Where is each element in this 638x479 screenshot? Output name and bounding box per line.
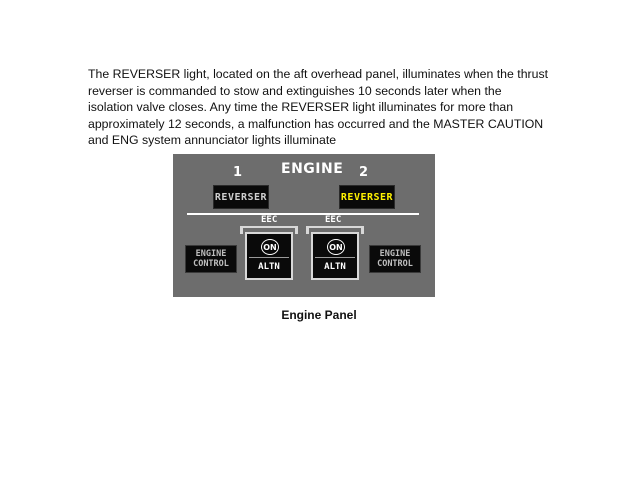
figure-caption: Engine Panel [281,308,357,322]
engine-control-line: CONTROL [193,259,229,269]
paragraph-line: The REVERSER light, located on the aft o… [88,67,549,81]
description-paragraph: The REVERSER light, located on the aft o… [88,66,568,149]
paragraph-line: approximately 12 seconds, a malfunction … [88,116,544,131]
engine-control-right-light: ENGINE CONTROL [369,245,421,273]
divider-line [187,213,419,215]
eec-2-switch: ON ALTN [311,232,359,280]
engine-control-line: ENGINE [379,249,411,259]
on-indicator: ON [261,239,279,255]
guard-post [361,226,364,234]
engine-control-line: CONTROL [377,259,413,269]
engine-1-number: 1 [233,165,243,180]
engine-panel-image: ENGINE 1 2 REVERSER REVERSER EEC EEC ON … [173,154,435,297]
switch-divider [315,257,355,258]
guard-post [295,226,298,234]
switch-guard-1 [240,226,298,228]
switch-divider [249,257,289,258]
engine-control-line: ENGINE [195,249,227,259]
reverser-2-light: REVERSER [339,185,395,209]
engine-2-number: 2 [359,165,369,180]
reverser-1-light: REVERSER [213,185,269,209]
altn-indicator: ALTN [324,262,346,272]
paragraph-line: reverser is commanded to stow and exting… [88,83,502,98]
paragraph-line: and ENG system annunciator lights illumi… [88,133,337,147]
eec-2-label: EEC [325,215,342,225]
guard-post [240,226,243,234]
eec-1-label: EEC [261,215,278,225]
eec-1-switch: ON ALTN [245,232,293,280]
guard-post [306,226,309,234]
switch-guard-2 [306,226,364,228]
on-indicator: ON [327,239,345,255]
engine-control-left-light: ENGINE CONTROL [185,245,237,273]
paragraph-line: isolation valve closes. Any time the REV… [88,100,514,114]
altn-indicator: ALTN [258,262,280,272]
panel-title: ENGINE [281,161,344,177]
